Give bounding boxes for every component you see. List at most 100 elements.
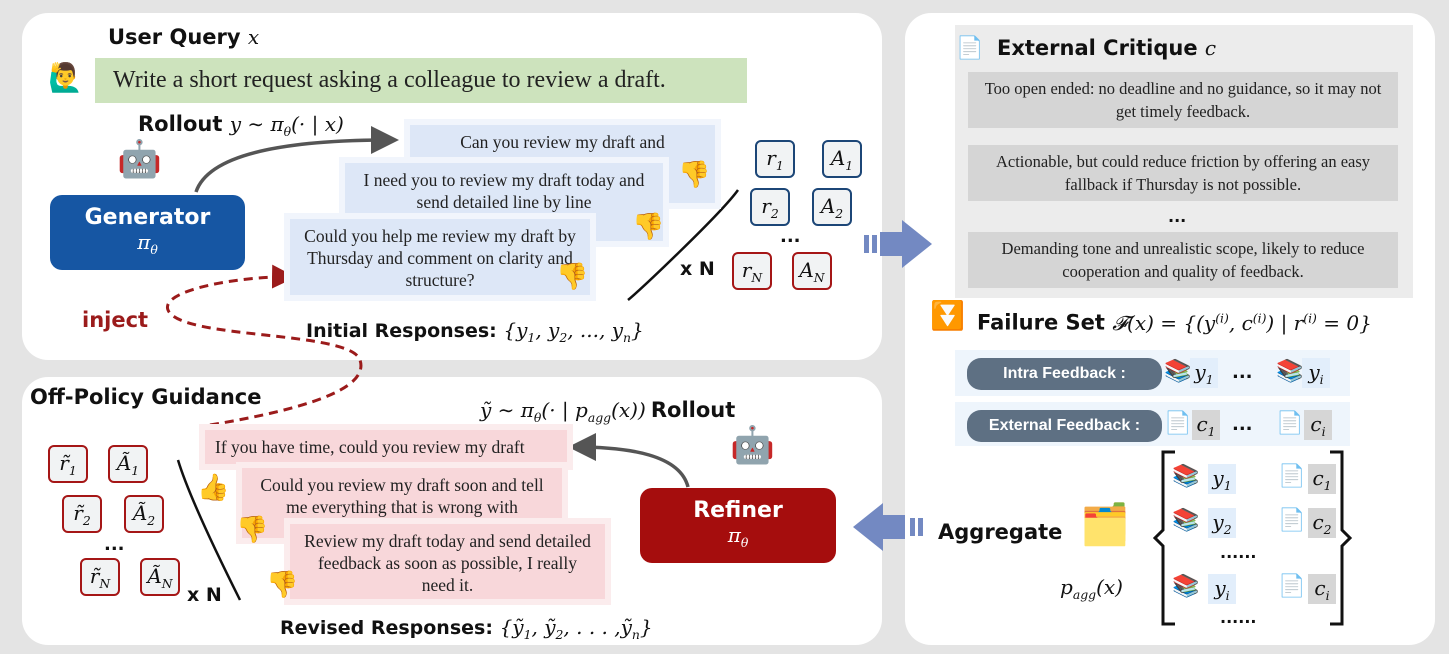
critique-item: Too open ended: no deadline and no guida… — [968, 72, 1398, 128]
books-icon: 📚 — [1164, 359, 1192, 384]
math-expression: r̃2 — [73, 500, 91, 528]
value-box: A2 — [812, 188, 852, 226]
revised-card: If you have time, could you review my dr… — [205, 430, 567, 464]
label: Rollout — [138, 112, 223, 136]
math-expression: y1 — [1194, 359, 1214, 387]
inject-label: inject — [82, 308, 149, 332]
ellipsis: ... — [780, 226, 801, 247]
value-box: yi — [1302, 358, 1330, 388]
refiner-box: Refiner πθ — [640, 488, 836, 563]
value-box: r1 — [755, 140, 795, 178]
document-icon: 📄 — [1278, 508, 1306, 533]
value-box: r̃2 — [62, 495, 102, 533]
math-expression: A1 — [830, 145, 854, 173]
robot-icon: 🤖 — [730, 425, 775, 466]
value-box: r̃1 — [48, 445, 88, 483]
value-box: r2 — [750, 188, 790, 226]
left-arrow-icon — [853, 503, 923, 551]
revised-responses-label: Revised Responses: {ỹ1, ỹ2, . . . ,ỹn} — [280, 615, 653, 642]
label: Rollout — [650, 398, 736, 422]
times-n-label: x N — [680, 258, 715, 280]
value-box: rN — [732, 252, 772, 290]
math-expression: x — [247, 25, 260, 49]
document-icon: 📄 — [1276, 411, 1304, 436]
off-policy-title: Off-Policy Guidance — [30, 385, 262, 409]
math-expression: πθ — [137, 230, 158, 257]
inject-arrow — [166, 264, 363, 427]
math-expression: r̃N — [89, 563, 111, 591]
thumbs-up-icon: 👍 — [197, 473, 230, 503]
math-expression: yi — [1214, 575, 1230, 603]
initial-responses-label: Initial Responses: {y1, y2, ..., yn} — [306, 318, 644, 345]
label: Generator — [84, 205, 211, 230]
value-box: AN — [792, 252, 832, 290]
books-icon: 📚 — [1172, 574, 1200, 599]
revised-card: Review my draft today and send detailed … — [290, 524, 605, 599]
document-icon: 📄 — [956, 36, 984, 61]
math-expression: c2 — [1312, 509, 1332, 537]
math-expression: Ã2 — [132, 500, 156, 528]
value-box: y1 — [1190, 358, 1218, 388]
value-box: ÃN — [140, 558, 180, 596]
label: External Critique — [997, 36, 1198, 60]
value-box: c1 — [1308, 464, 1336, 494]
value-box: c1 — [1192, 410, 1220, 440]
intra-feedback-pill: Intra Feedback : — [967, 358, 1162, 390]
p-agg-label: pagg(x) — [1060, 575, 1123, 602]
value-box: r̃N — [80, 558, 120, 596]
math-expression: {ỹ1, ỹ2, . . . ,ỹn} — [499, 615, 653, 642]
thumbs-down-icon: 👎 — [632, 212, 665, 242]
value-box: yi — [1208, 574, 1236, 604]
external-feedback-pill: External Feedback : — [967, 410, 1162, 442]
math-expression: ÃN — [147, 563, 173, 591]
math-expression: c1 — [1196, 411, 1216, 439]
label: Could you help me review my draft by Thu… — [304, 226, 576, 290]
person-raising-hand-icon: 🙋‍♂️ — [48, 61, 83, 94]
label: Initial Responses: — [306, 320, 497, 342]
label: ...... — [1220, 608, 1257, 627]
books-icon: 📚 — [1172, 464, 1200, 489]
label: User Query — [108, 25, 241, 49]
times-n-label: x N — [187, 584, 222, 606]
math-expression: {y1, y2, ..., yn} — [503, 318, 644, 345]
math-expression: r1 — [766, 145, 784, 173]
external-critique-title: External Critique c — [997, 36, 1216, 60]
value-box: A1 — [822, 140, 862, 178]
math-expression: y ∼ πθ(· | x) — [229, 112, 344, 139]
critique-item: Demanding tone and unrealistic scope, li… — [968, 232, 1398, 288]
math-expression: 𝓕(x) = {(y(i), c(i)) | r(i) = 0} — [1112, 310, 1372, 335]
thumbs-down-icon: 👎 — [236, 515, 269, 545]
ellipsis: ... — [1168, 207, 1187, 226]
thumbs-down-icon: 👎 — [678, 160, 711, 190]
math-expression: r2 — [761, 193, 779, 221]
value-box: c2 — [1308, 508, 1336, 538]
math-expression: c1 — [1312, 465, 1332, 493]
thumbs-down-icon: 👎 — [556, 262, 589, 292]
label: Failure Set — [977, 310, 1105, 335]
critique-item: Actionable, but could reduce friction by… — [968, 145, 1398, 201]
funnel-icon: ⏬ — [930, 299, 965, 332]
value-box: ci — [1304, 410, 1332, 440]
label: If you have time, could you review my dr… — [215, 437, 525, 457]
math-expression: πθ — [727, 523, 749, 550]
query-text: Write a short request asking a colleague… — [95, 58, 747, 103]
rollout-label: Rollout y ∼ πθ(· | x) — [138, 112, 344, 139]
rollout-arrow — [194, 126, 399, 193]
books-icon: 📚 — [1172, 508, 1200, 533]
value-box: Ã2 — [124, 495, 164, 533]
books-icon: 📚 — [1276, 359, 1304, 384]
generator-box: Generator πθ — [50, 195, 245, 270]
refiner-rollout-label: ỹ ∼ πθ(· | pagg(x)) Rollout — [480, 398, 735, 425]
agg-brace-left — [1152, 450, 1175, 626]
math-expression: Ã1 — [116, 450, 140, 478]
math-expression: A2 — [820, 193, 844, 221]
label: Review my draft today and send detailed … — [304, 531, 591, 595]
label: ... — [1232, 362, 1253, 383]
label: ... — [1232, 414, 1253, 435]
math-expression: y2 — [1212, 509, 1232, 537]
label: I need you to review my draft today and … — [363, 170, 645, 212]
agg-brace-right — [1330, 450, 1353, 626]
value-box: y2 — [1208, 508, 1236, 538]
label: Could you review my draft soon and tell … — [260, 475, 544, 517]
